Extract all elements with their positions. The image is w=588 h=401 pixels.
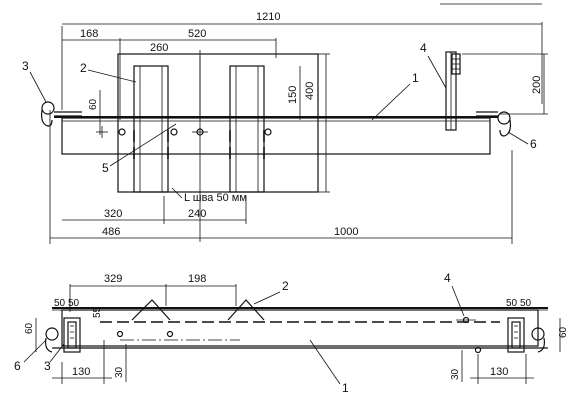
- bolt-holes-top: [96, 126, 272, 138]
- dim-240-label: 240: [188, 208, 206, 220]
- dim-329-198: 329 198: [69, 273, 237, 312]
- dim-150: 150: [287, 66, 301, 120]
- top-callouts: 3 2 1 4 5 6: [22, 41, 537, 175]
- callout-3-side: 3: [44, 359, 51, 373]
- dim-200: 200: [462, 53, 548, 115]
- dim-150-label: 150: [287, 86, 299, 104]
- callout-6-side: 6: [14, 359, 21, 373]
- callout-2-top: 2: [80, 61, 87, 75]
- side-beam-body: [61, 309, 539, 347]
- dim-right-130: 130: [490, 366, 508, 378]
- dim-200-label: 200: [531, 76, 543, 94]
- right-end-hook: [476, 111, 511, 137]
- dim-486-1000: 486 1000: [49, 110, 513, 244]
- weld-note: L шва 50 мм: [184, 192, 247, 204]
- dim-left-30: 30: [114, 366, 125, 378]
- side-left-end: [45, 317, 81, 353]
- dim-left-60: 60: [24, 322, 35, 334]
- left-load-plate: [133, 65, 169, 193]
- dim-520-label: 520: [188, 28, 206, 40]
- top-view: 1210 168 520 260: [22, 3, 548, 244]
- dim-60-top: 60: [88, 90, 101, 135]
- plate-frame: [117, 53, 319, 193]
- side-left-dims: 50 50 60 55 130 30: [24, 298, 127, 384]
- dim-486-label: 486: [102, 226, 120, 238]
- callout-1-side: 1: [342, 381, 349, 395]
- side-right-dims: 50 50 60 130 30: [450, 298, 569, 384]
- right-load-plate: [229, 65, 265, 193]
- dim-329-label: 329: [104, 273, 122, 285]
- callout-3-top: 3: [22, 59, 29, 73]
- dim-right-50b: 50: [520, 298, 532, 309]
- side-bracket-right: [227, 299, 265, 321]
- side-bracket-left: [131, 299, 171, 321]
- dim-right-50a: 50: [506, 298, 518, 309]
- dim-60-top-label: 60: [88, 98, 99, 110]
- dim-400-label: 400: [304, 82, 316, 100]
- dim-left-55: 55: [92, 306, 103, 318]
- callout-2-side: 2: [282, 279, 289, 293]
- dim-left-50b: 50: [68, 298, 80, 309]
- dim-right-30: 30: [450, 368, 461, 380]
- dim-260-label: 260: [150, 42, 168, 54]
- dim-168-label: 168: [80, 28, 98, 40]
- side-view: 329 198: [14, 271, 569, 395]
- side-callouts: 2 4 1 6 3: [14, 271, 465, 395]
- left-end-hook: [41, 101, 82, 127]
- dim-320-label: 320: [104, 208, 122, 220]
- side-holes: [116, 316, 482, 354]
- dim-400: 400: [304, 53, 330, 193]
- dim-320-240: 320 240: [62, 196, 247, 224]
- dim-1000-label: 1000: [334, 226, 358, 238]
- callout-1-top: 1: [412, 71, 419, 85]
- callout-4-top: 4: [420, 41, 427, 55]
- weld-leader: [171, 187, 183, 199]
- callout-5-top: 5: [102, 161, 109, 175]
- callout-6-top: 6: [530, 137, 537, 151]
- lifting-rod: [445, 51, 461, 131]
- dim-right-60: 60: [558, 326, 569, 338]
- dim-168-520: 168 520: [62, 28, 277, 120]
- dim-198-label: 198: [188, 273, 206, 285]
- dim-1210-label: 1210: [256, 11, 280, 23]
- side-right-end: [507, 317, 545, 353]
- dim-left-50a: 50: [54, 298, 66, 309]
- dim-overall-width: 1210: [61, 3, 543, 110]
- dim-left-130: 130: [72, 366, 90, 378]
- callout-4-side: 4: [444, 271, 451, 285]
- beam-body: [61, 117, 491, 155]
